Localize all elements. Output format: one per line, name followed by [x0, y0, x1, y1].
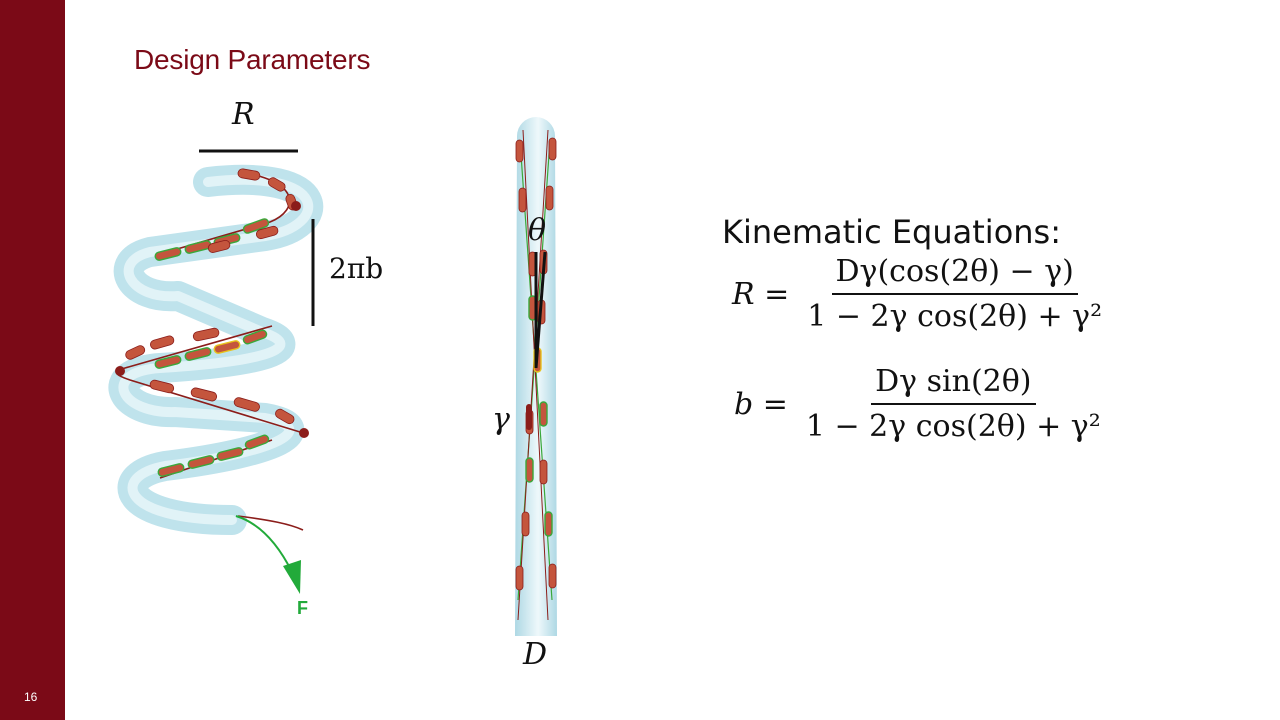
page-number: 16: [24, 690, 38, 704]
force-arrow-head: [283, 560, 301, 594]
force-label: F: [297, 598, 308, 618]
equations-heading: Kinematic Equations:: [722, 213, 1061, 251]
radius-equation-fraction: Dγ(cos(2θ) − γ) 1 − 2γ cos(2θ) + γ²: [803, 254, 1106, 334]
pitch-equation-numerator: Dγ sin(2θ): [871, 364, 1036, 405]
radius-equation-lhs: R =: [732, 276, 790, 312]
radius-equation: R = Dγ(cos(2θ) − γ) 1 − 2γ cos(2θ) + γ²: [732, 254, 1106, 334]
page-title: Design Parameters: [134, 44, 371, 75]
pitch-equation-fraction: Dγ sin(2θ) 1 − 2γ cos(2θ) + γ²: [802, 364, 1105, 444]
helix-fiber-anchors: [115, 201, 309, 438]
pitch-equation-denominator: 1 − 2γ cos(2θ) + γ²: [805, 409, 1101, 444]
radius-equation-denominator: 1 − 2γ cos(2θ) + γ²: [807, 299, 1103, 334]
helical-actuator: [108, 149, 324, 594]
helix-front-segments: [154, 218, 270, 477]
radius-equation-numerator: Dγ(cos(2θ) − γ): [831, 254, 1078, 295]
slide-sidebar: 16: [0, 0, 65, 720]
pitch-label: 2πb: [329, 252, 384, 285]
pitch-equation-lhs: b =: [734, 386, 788, 422]
helix-back-segments: [125, 168, 298, 425]
gamma-marker: [526, 404, 532, 430]
theta-line-angled: [534, 251, 547, 369]
theta-label: θ: [528, 213, 547, 248]
radius-label: R: [232, 97, 255, 132]
straight-segments-green: [525, 295, 553, 537]
pitch-equation: b = Dγ sin(2θ) 1 − 2γ cos(2θ) + γ²: [734, 364, 1105, 444]
straight-fiber-red: [517, 129, 549, 621]
diameter-label: D: [523, 637, 548, 672]
straight-actuator: [515, 117, 557, 636]
gamma-label: γ: [492, 402, 510, 437]
